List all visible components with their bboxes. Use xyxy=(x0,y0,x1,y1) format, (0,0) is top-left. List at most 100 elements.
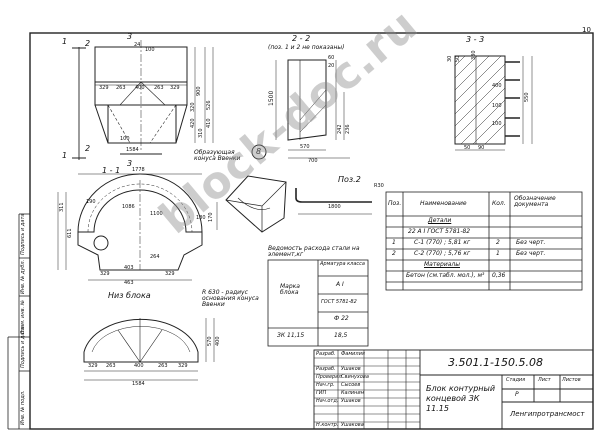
spec-row-pos: 2 xyxy=(392,250,396,257)
stamp-name: Сысоев xyxy=(341,382,361,388)
dim: 900 xyxy=(196,86,202,96)
spec-row-name: С-1 (770) ; 5,81 кг xyxy=(414,239,471,246)
dim: 1778 xyxy=(132,167,145,173)
dim: 400 xyxy=(215,336,221,346)
dim: R30 xyxy=(374,183,384,189)
section-2-2-title: 2 - 2 xyxy=(292,34,311,43)
cone-note: Образующая конуса Ввенки xyxy=(194,149,241,162)
dim: 400 xyxy=(492,83,502,89)
page-number: 10 xyxy=(582,26,591,34)
stamp-col-name: Фамилия xyxy=(341,351,365,357)
stamp-role: ГИП xyxy=(316,390,327,396)
front-elevation xyxy=(72,40,214,160)
steel-table-value: 18,5 xyxy=(334,332,348,339)
steel-table-head-left: Марка блока xyxy=(280,283,300,296)
dim: 242 xyxy=(337,124,343,134)
bottom-view xyxy=(83,318,215,381)
stamp-role: Нач.гр. xyxy=(316,382,335,388)
stamp-role: Н.контр. xyxy=(316,422,339,428)
bottom-view-title: Низ блока xyxy=(108,291,151,300)
stamp-role: Проверил xyxy=(316,374,342,380)
sheet-title: Блок контурный концевой ЗК 11.15 xyxy=(426,384,496,413)
dim: 403 xyxy=(124,265,134,271)
section-2-2 xyxy=(275,59,350,159)
dim: 400 xyxy=(134,363,144,369)
cut-label-1-bottom: 1 xyxy=(62,151,68,160)
spec-row-qty: 1 xyxy=(496,250,500,257)
marker-8-label: 8 xyxy=(256,147,262,156)
dim: 180 xyxy=(196,215,206,221)
dim: 463 xyxy=(124,280,134,286)
dim: 330 xyxy=(471,50,477,60)
dim: 310 xyxy=(198,128,204,138)
stamp-name: Ушаков xyxy=(341,366,361,372)
dim: 100 xyxy=(492,121,502,127)
spec-header-doc: Обозначение документа xyxy=(514,195,556,208)
dim: 100 xyxy=(492,103,502,109)
dim: 236 xyxy=(345,124,351,134)
dim: 410 xyxy=(206,118,212,128)
sheet-frame xyxy=(29,32,594,430)
col-stage: Стадия xyxy=(506,377,526,383)
isometric-view xyxy=(216,175,287,233)
dim: 263 xyxy=(158,363,168,369)
dim: 329 xyxy=(99,85,109,91)
steel-table-diam: Ф 22 xyxy=(334,315,349,322)
steel-table-title: Ведомость расхода стали на элемент,кг xyxy=(268,245,360,258)
stamp-role: Нач.отд. xyxy=(316,398,339,404)
stage-value: Р xyxy=(515,391,519,398)
spec-row-qty: 0,36 xyxy=(492,272,506,279)
section-2-2-note: (поз. 1 и 2 не показаны) xyxy=(268,44,345,51)
cut-label-2-bottom: 2 xyxy=(85,144,91,153)
dim: 329 xyxy=(170,85,180,91)
section-3-3 xyxy=(454,55,533,151)
dim: 700 xyxy=(308,158,318,164)
side-stamp-label: Подпись и дата xyxy=(20,213,26,255)
dim: 50 xyxy=(455,55,461,62)
dim: 611 xyxy=(67,228,73,238)
dim: 1584 xyxy=(126,147,139,153)
organization: Ленгипротрансмост xyxy=(510,410,585,418)
dim: 420 xyxy=(190,118,196,128)
spec-row-qty: 2 xyxy=(496,239,500,246)
dim: 329 xyxy=(88,363,98,369)
spec-header-name: Наименование xyxy=(420,200,467,207)
cut-label-3-bottom: 3 xyxy=(127,159,133,168)
cut-label-2-top: 2 xyxy=(85,39,91,48)
stamp-col-left: Разраб. xyxy=(316,351,336,357)
steel-table-class: А I xyxy=(336,281,344,288)
dim: 264 xyxy=(150,254,160,260)
dim: 1800 xyxy=(328,204,341,210)
dim: 100 xyxy=(145,47,155,53)
dim: 190 xyxy=(86,199,96,205)
steel-table-grid xyxy=(267,259,369,347)
spec-table-grid xyxy=(385,191,583,291)
dim: 1584 xyxy=(132,381,145,387)
dim: 100 xyxy=(120,136,130,142)
dim: 320 xyxy=(190,102,196,112)
dim: 263 xyxy=(116,85,126,91)
cut-label-3-top: 3 xyxy=(127,32,133,41)
dim: 526 xyxy=(206,100,212,110)
dim: 329 xyxy=(178,363,188,369)
spec-row-name: 22 А I ГОСТ 5781-82 xyxy=(408,228,471,235)
steel-table-gost: ГОСТ 5781-82 xyxy=(321,299,357,305)
bar-position-2 xyxy=(295,188,372,215)
dim: 400 xyxy=(135,85,145,91)
side-stamp-label: Инв. № подл. xyxy=(20,390,26,426)
col-sheet: Лист xyxy=(538,377,551,383)
dim: 263 xyxy=(154,85,164,91)
spec-header-pos: Поз. xyxy=(388,200,402,207)
spec-row-pos: 1 xyxy=(392,239,396,246)
spec-row-name: С-2 (770) ; 5,76 кг xyxy=(414,250,471,257)
dim: 60 xyxy=(328,55,335,61)
stamp-name: Ушакова xyxy=(341,422,364,428)
plan-1-1 xyxy=(57,173,203,281)
dim: 263 xyxy=(106,363,116,369)
spec-header-qty: Кол. xyxy=(492,200,506,207)
dim: 50 xyxy=(464,145,471,151)
pos-2-title: Поз.2 xyxy=(338,175,361,184)
dim: 1100 xyxy=(150,211,163,217)
dim: 550 xyxy=(524,92,530,102)
section-3-3-title: 3 - 3 xyxy=(466,35,485,44)
